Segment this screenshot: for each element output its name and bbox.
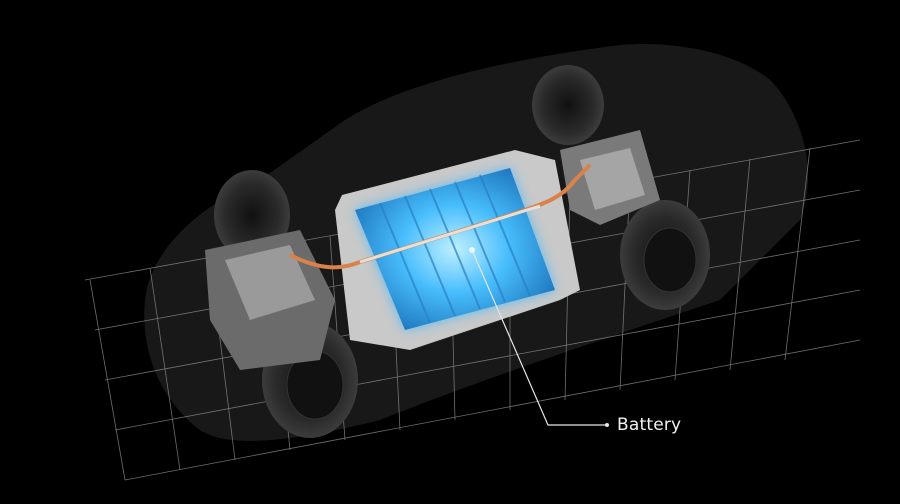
battery-callout-label: Battery (617, 415, 682, 435)
front-motor-assembly (205, 230, 335, 370)
rear-left-wheel (532, 65, 604, 145)
rear-motor-assembly (560, 130, 660, 225)
battery-callout-line (471, 249, 606, 426)
rear-right-wheel (620, 200, 710, 310)
